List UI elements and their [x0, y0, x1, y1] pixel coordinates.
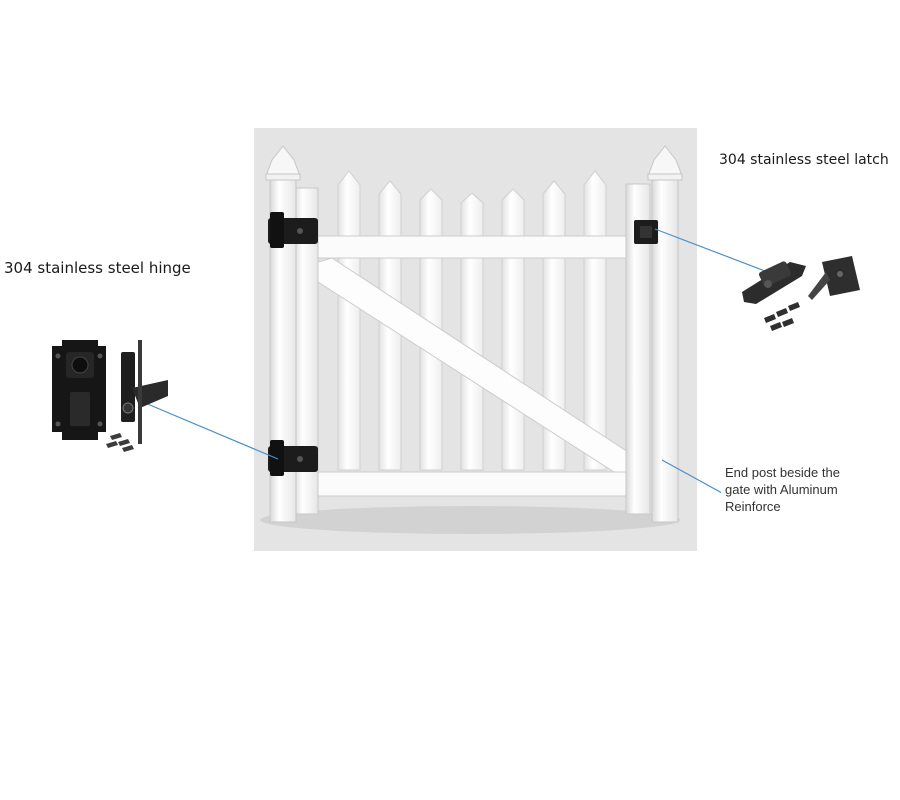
end-post-callout: End post beside the gate with Aluminum R… [721, 458, 891, 596]
picket [337, 170, 361, 471]
upper-hinge-mounted [268, 212, 318, 248]
top-rail [315, 235, 629, 259]
latch-mounted [634, 220, 658, 244]
latch-label: 304 stainless steel latch [719, 152, 889, 168]
gate-pickets [337, 170, 607, 471]
end-post-label: End post beside the gate with Aluminum R… [725, 465, 840, 514]
hinge-leader-line [137, 399, 279, 460]
latch-leader-line [654, 228, 779, 277]
picket [501, 188, 525, 471]
latch-product-image [742, 256, 860, 331]
right-post [647, 145, 683, 523]
bottom-rail [315, 471, 629, 497]
picket [460, 192, 484, 471]
hinge-product-image [52, 340, 168, 452]
hinge-label: 304 stainless steel hinge [4, 259, 191, 277]
ground-shadow [260, 506, 680, 534]
